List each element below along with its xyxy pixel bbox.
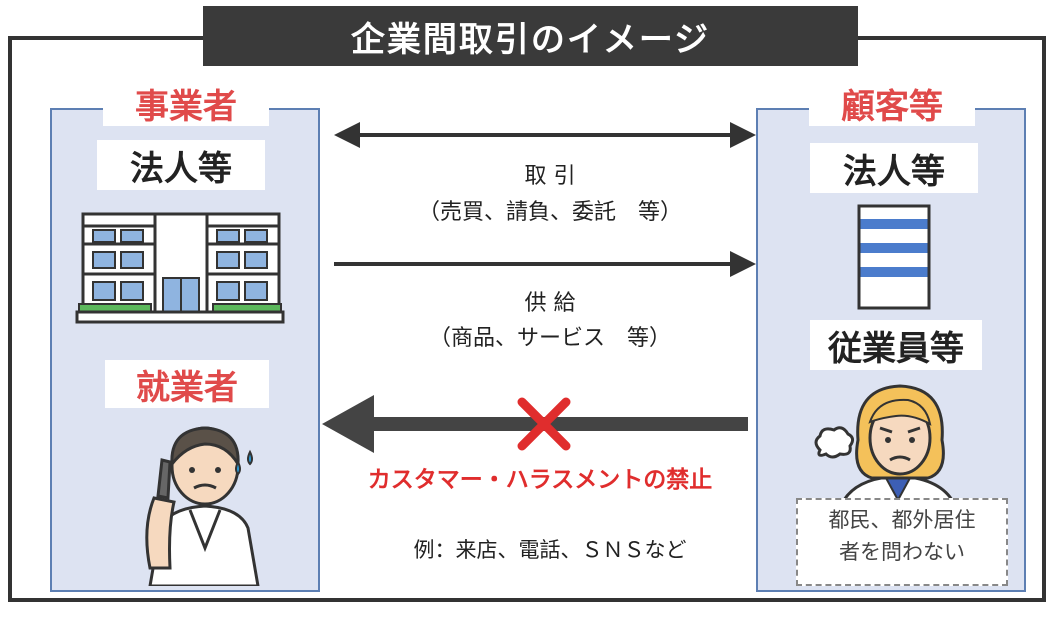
harassment-arrow bbox=[322, 395, 748, 453]
supply-arrow bbox=[334, 251, 756, 277]
residency-note: 都民、都外居住 者を問わない bbox=[796, 498, 1008, 586]
diagram-title: 企業間取引のイメージ bbox=[203, 6, 858, 66]
residency-note-line2: 者を問わない bbox=[839, 540, 965, 564]
prohibited-x-icon bbox=[517, 397, 571, 451]
customer-corp-label: 法人等 bbox=[810, 143, 978, 193]
worker-on-phone-icon bbox=[145, 426, 260, 586]
worker-heading: 就業者 bbox=[105, 360, 269, 408]
harassment-prohibition: カスタマー・ハラスメントの禁止 bbox=[367, 467, 713, 493]
customer-heading: 顧客等 bbox=[809, 80, 975, 127]
angry-customer-icon bbox=[814, 384, 954, 500]
transaction-label: 取 引 bbox=[524, 164, 576, 189]
channel-examples: 例：来店、電話、ＳＮＳなど bbox=[413, 538, 687, 562]
staff-label: 従業員等 bbox=[810, 320, 982, 370]
building-icon bbox=[75, 212, 285, 324]
business-heading: 事業者 bbox=[103, 80, 269, 127]
transaction-arrow bbox=[334, 122, 756, 148]
residency-note-line1: 都民、都外居住 bbox=[828, 508, 976, 532]
office-tower-icon bbox=[857, 204, 931, 310]
supply-detail: （商品、サービス 等） bbox=[428, 326, 671, 351]
transaction-detail: （売買、請負、委託 等） bbox=[417, 200, 682, 225]
supply-label: 供 給 bbox=[524, 291, 576, 316]
business-corp-label: 法人等 bbox=[97, 140, 265, 190]
